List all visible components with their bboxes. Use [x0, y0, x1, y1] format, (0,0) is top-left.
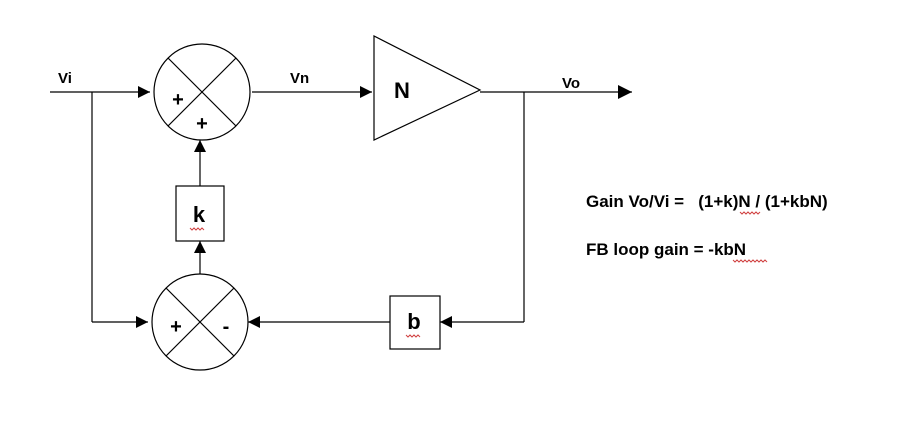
k-block: k [175, 185, 225, 242]
bottom-summing-junction: + - [151, 273, 249, 371]
vi-label: Vi [58, 70, 72, 87]
top-summing-junction: + + [153, 43, 251, 141]
k-spellcheck-squiggle [189, 227, 205, 231]
k-label: k [193, 202, 206, 227]
b-label: b [407, 309, 420, 334]
vn-label: Vn [290, 70, 309, 87]
vo-label: Vo [562, 75, 580, 92]
amplifier-n: N [373, 35, 482, 141]
gain-kn-spellcheck-squiggle [739, 211, 761, 215]
loop-gain-equation: FB loop gain = -kbN [586, 240, 747, 259]
b-spellcheck-squiggle [405, 334, 421, 338]
b-block: b [389, 295, 441, 350]
loop-gain-kbn-spellcheck-squiggle [732, 259, 768, 263]
bottom-sum-minus-right: - [223, 316, 230, 338]
top-sum-plus-left: + [172, 89, 184, 111]
bottom-sum-plus-left: + [170, 316, 182, 338]
gain-equation: Gain Vo/Vi = (1+k)N / (1+kbN) [586, 192, 828, 211]
amplifier-label: N [394, 78, 410, 103]
top-sum-plus-bottom: + [196, 113, 208, 135]
